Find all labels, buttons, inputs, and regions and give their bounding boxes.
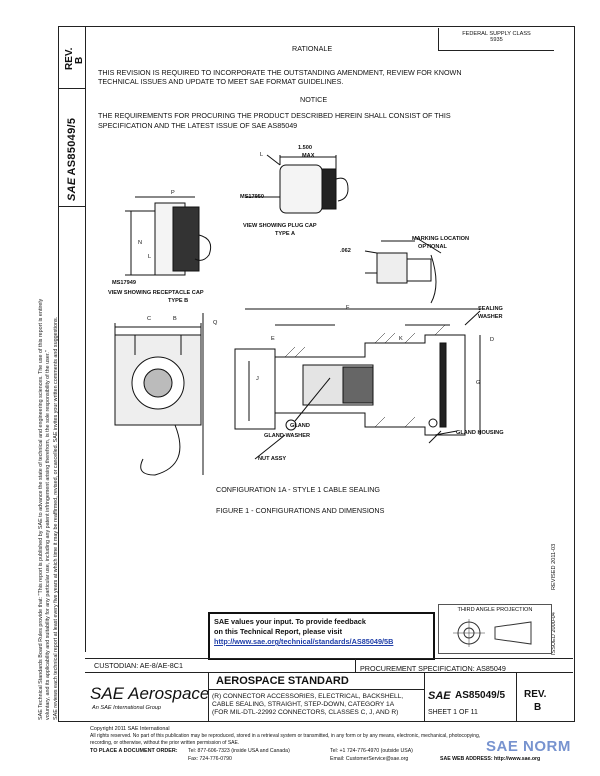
letter-L-top: L	[260, 152, 264, 158]
letter-P: P	[171, 190, 175, 196]
order-label: TO PLACE A DOCUMENT ORDER:	[90, 748, 178, 754]
letter-E: E	[271, 336, 275, 342]
supply-class-stamp: FEDERAL SUPPLY CLASS 5935	[438, 28, 554, 51]
marking-location-1: MARKING LOCATION	[412, 236, 470, 242]
custodian-divider-v	[355, 658, 356, 672]
gland-washer-label: GLAND WASHER	[264, 433, 310, 439]
receptacle-side-view	[114, 313, 204, 476]
sae-web-address[interactable]: SAE WEB ADDRESS: http://www.sae.org	[440, 756, 541, 762]
letter-Q: Q	[213, 320, 218, 326]
letter-F: F	[346, 305, 350, 311]
figure-caption: FIGURE 1 - CONFIGURATIONS AND DIMENSIONS	[216, 506, 385, 515]
title-block-top	[85, 672, 573, 673]
title-divider-3	[516, 672, 517, 721]
title-divider-1	[208, 672, 209, 721]
ms17949-label: MS17949	[112, 280, 136, 286]
feedback-link[interactable]: http://www.sae.org/technical/standards/A…	[214, 637, 394, 646]
dim-max: MAX	[302, 153, 315, 159]
dim-062: .062	[340, 248, 351, 254]
ms17950-label: MS17950	[240, 194, 264, 200]
notice-line2: SPECIFICATION AND THE LATEST ISSUE OF SA…	[98, 121, 298, 130]
rationale-title: RATIONALE	[292, 44, 333, 53]
letter-J: J	[256, 376, 259, 382]
doc-number-vertical: SAEAS85049/5	[66, 118, 78, 201]
rev-label-bottom: REV.	[524, 689, 547, 700]
third-angle-label: THIRD ANGLE PROJECTION	[457, 607, 533, 613]
copyright-2: All rights reserved. No part of this pub…	[90, 733, 481, 739]
title-divider-2	[424, 672, 425, 721]
stamp-line1: FEDERAL SUPPLY CLASS	[462, 31, 531, 37]
desc-line3: (FOR MIL-DTL-22992 CONNECTORS, CLASSES C…	[212, 709, 399, 716]
config-caption: CONFIGURATION 1A - STYLE 1 CABLE SEALING	[216, 485, 381, 494]
notice-line1: THE REQUIREMENTS FOR PROCURING THE PRODU…	[98, 111, 451, 120]
order-fax: Fax: 724-776-0790	[188, 756, 232, 762]
marking-location-2: OPTIONAL	[418, 244, 447, 250]
third-angle-projection-box: THIRD ANGLE PROJECTION	[438, 604, 552, 654]
feedback-line2: on this Technical Report, please visit	[214, 627, 342, 636]
sae-aerospace-brand: SAE Aerospace	[90, 684, 209, 704]
receptacle-cap-caption-2: TYPE B	[168, 298, 189, 304]
letter-G: G	[476, 380, 481, 386]
desc-line1: (R) CONNECTOR ACCESSORIES, ELECTRICAL, B…	[212, 693, 404, 700]
letter-K: K	[399, 336, 403, 342]
rationale-line1: THIS REVISION IS REQUIRED TO INCORPORATE…	[98, 68, 462, 77]
stamp-line2: 5935	[490, 37, 503, 43]
letter-D: D	[490, 337, 495, 343]
rev-column: REV. B SAEAS85049/5	[58, 26, 86, 652]
rationale-line2: TECHNICAL ISSUES AND UPDATE TO MEET SAE …	[98, 77, 344, 86]
sheet-number: SHEET 1 OF 11	[428, 709, 478, 716]
custodian: CUSTODIAN: AE-8/AE-8C1	[94, 661, 183, 670]
feedback-box: SAE values your input. To provide feedba…	[208, 612, 435, 660]
nut-assy-label: NUT ASSY	[258, 456, 287, 462]
doc-number: AS85049/5	[455, 690, 506, 701]
sae-logo: SAE	[428, 690, 451, 702]
marking-location-drawing	[364, 240, 437, 304]
brand-text: SAE Aerospace	[90, 684, 210, 703]
sae-norm-watermark: SAE NORM	[486, 738, 571, 755]
main-cross-section	[234, 308, 481, 444]
receptacle-cap-caption-1: VIEW SHOWING RECEPTACLE CAP	[108, 290, 204, 296]
order-tel: Tel: 877-606-7323 (inside USA and Canada…	[188, 748, 290, 754]
rev-cell: REV. B	[58, 26, 85, 89]
title-divider-h	[208, 689, 424, 690]
rev-divider	[58, 206, 85, 207]
letter-B: B	[173, 316, 177, 322]
feedback-line1: SAE values your input. To provide feedba…	[214, 617, 366, 626]
receptacle-cap-drawing	[125, 196, 212, 276]
third-angle-symbol-icon	[453, 619, 532, 647]
copyright-3: recording, or otherwise, without the pri…	[90, 740, 240, 746]
notice-title: NOTICE	[300, 95, 328, 104]
order-tel-outside: Tel: +1 724-776-4970 (outside USA)	[330, 748, 413, 754]
rev-value: B	[74, 56, 85, 64]
sealing-washer-1: SEALING	[478, 306, 503, 312]
side-note-line2: voluntary, and its applicability and sui…	[45, 350, 51, 720]
plug-cap-caption-2: TYPE A	[275, 231, 295, 237]
technical-drawing	[114, 154, 481, 476]
plug-cap-caption-1: VIEW SHOWING PLUG CAP	[243, 223, 317, 229]
doc-number-vertical-text: AS85049/5	[66, 117, 78, 176]
letter-N: N	[138, 240, 143, 246]
gland-housing-label: GLAND HOUSING	[456, 430, 504, 436]
side-note-line1: SAE Technical Standards Board Rules prov…	[38, 298, 44, 720]
brand-sub: An SAE International Group	[92, 705, 162, 711]
sealing-washer-2: WASHER	[478, 314, 503, 320]
gland-label: GLAND	[290, 423, 310, 429]
plug-cap-drawing	[245, 154, 349, 214]
rev-value-bottom: B	[534, 702, 542, 713]
custodian-divider-top	[85, 658, 573, 659]
dim-1500: 1.500	[298, 145, 312, 151]
sae-logo-vertical: SAE	[66, 177, 78, 201]
revised-date: REVISED 2011-03	[551, 543, 557, 590]
copyright-1: Copyright 2011 SAE International	[90, 726, 170, 732]
letter-L-side: L	[148, 254, 152, 260]
order-email[interactable]: Email: CustomerService@sae.org	[330, 756, 409, 762]
drawing-frame	[58, 26, 575, 722]
desc-line2: CABLE SEALING, STRAIGHT, STEP-DOWN, CATE…	[212, 701, 395, 708]
letter-C: C	[147, 316, 152, 322]
standard-title: AEROSPACE STANDARD	[216, 675, 349, 687]
procurement-spec: PROCUREMENT SPECIFICATION: AS85049	[360, 664, 506, 673]
